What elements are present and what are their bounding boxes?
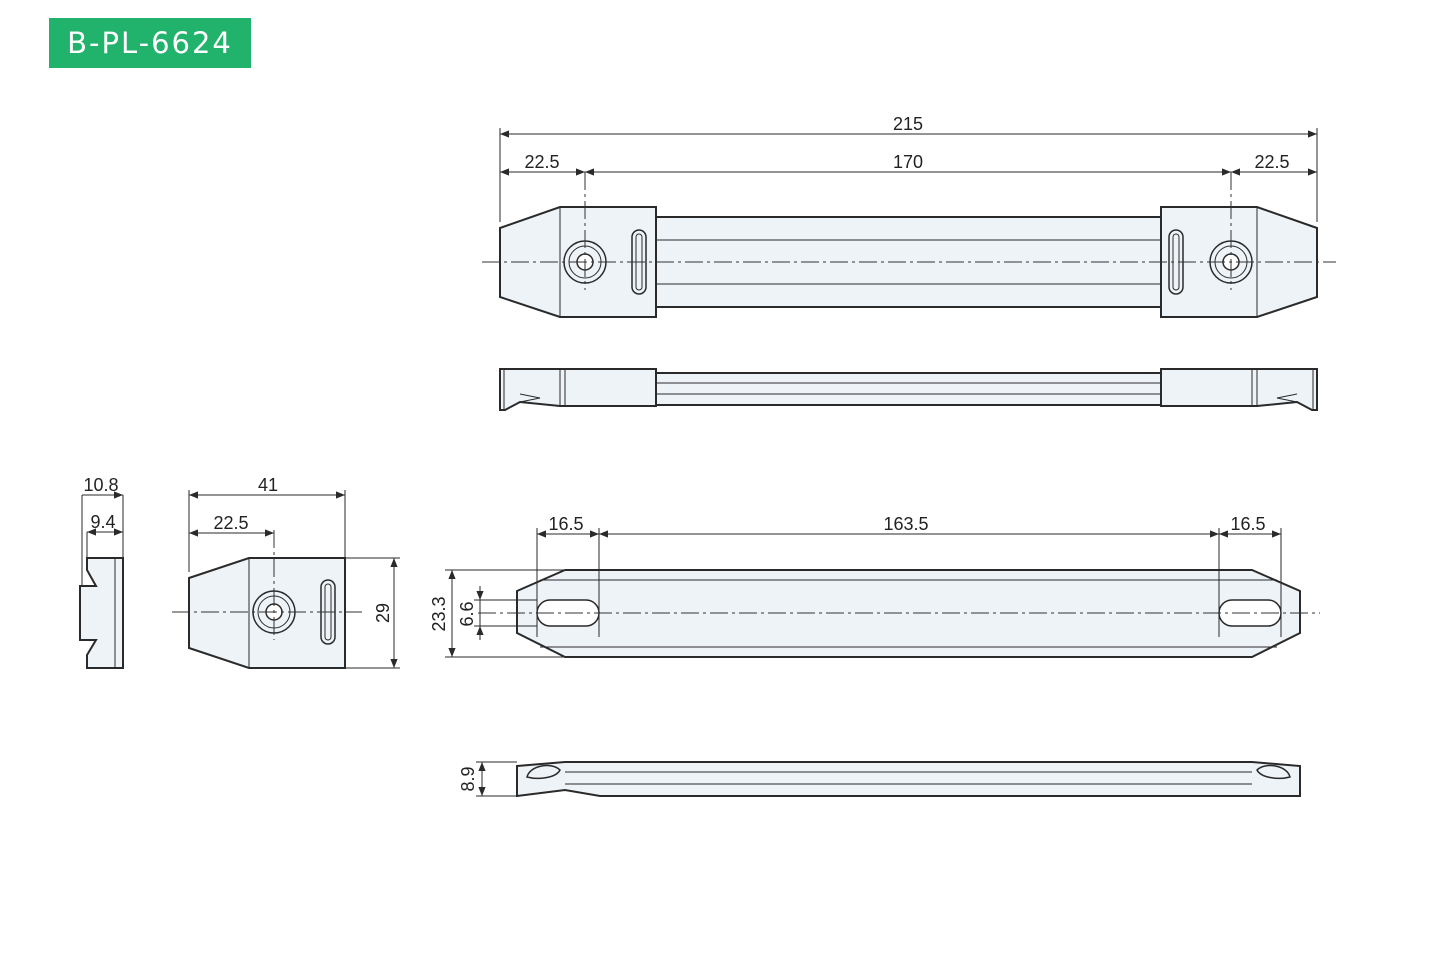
- strap-loop-left: [526, 764, 561, 780]
- strap-side-body: [516, 761, 1301, 798]
- dim-cap-height: 10.8: [83, 475, 118, 495]
- dim-cap-width: 29: [373, 603, 393, 623]
- dim-cap-hole-offset: 22.5: [213, 513, 248, 533]
- dim-end-offset-left: 22.5: [524, 152, 559, 172]
- dim-slot-width: 6.6: [457, 601, 477, 626]
- dim-strap-slot-pitch: 163.5: [883, 514, 928, 534]
- strap-top-view: 16.5 163.5 16.5 23.3 6.6: [429, 514, 1320, 658]
- dim-end-offset-right: 22.5: [1254, 152, 1289, 172]
- cap-side-profile: [79, 557, 124, 669]
- grip-front-view: [654, 372, 1163, 406]
- left-cap-side: [499, 368, 657, 411]
- product-code-badge: B-PL-6624: [49, 18, 251, 68]
- front-view: [499, 368, 1318, 411]
- right-cap-side: [1160, 368, 1318, 411]
- strap-side-view: 8.9: [458, 761, 1301, 798]
- cap-top-view: 41 22.5 29: [172, 475, 400, 669]
- top-view: 215 22.5 170 22.5: [482, 114, 1336, 318]
- dim-strap-slot-left: 16.5: [548, 514, 583, 534]
- dim-strap-slot-right: 16.5: [1230, 514, 1265, 534]
- dim-cap-length: 41: [258, 475, 278, 495]
- cap-side-view: 10.8 9.4: [79, 475, 124, 669]
- dim-strap-width: 23.3: [429, 596, 449, 631]
- dim-strap-thickness: 8.9: [458, 766, 478, 791]
- dim-hole-pitch: 170: [893, 152, 923, 172]
- dim-overall-length: 215: [893, 114, 923, 134]
- dim-cap-inner: 9.4: [90, 512, 115, 532]
- strap-loop-right: [1256, 764, 1291, 780]
